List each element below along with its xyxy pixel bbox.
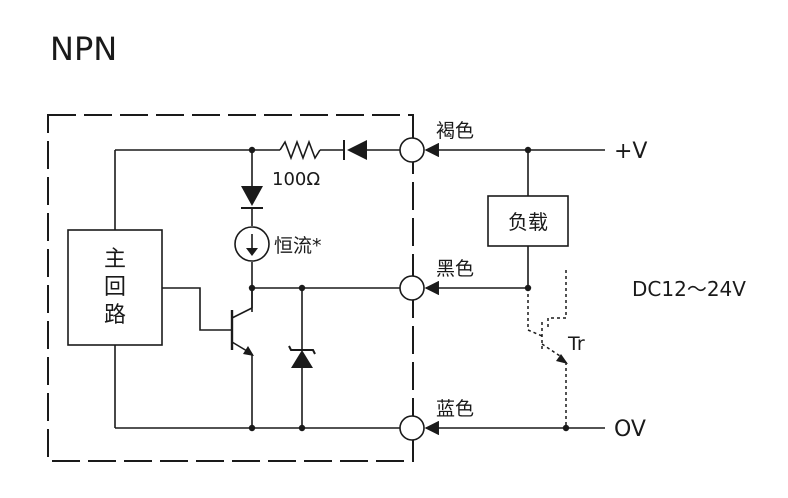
page-title: NPN [50, 30, 117, 68]
external-transistor-arrow [556, 354, 568, 364]
main-circuit-label-3: 路 [104, 303, 126, 328]
wire-label-brown: 褐色 [436, 120, 474, 142]
terminal-blue [399, 415, 425, 441]
external-transistor-symbol [527, 270, 567, 428]
constant-current-label: 恒流* [274, 235, 322, 257]
wire-label-blue: 蓝色 [436, 398, 474, 420]
protection-diode-symbol [343, 140, 367, 160]
load-box [487, 195, 569, 247]
terminal-black [399, 275, 425, 301]
terminal-label-positive: +V [614, 139, 647, 164]
transistor-label: Tr [567, 333, 585, 355]
load-label: 负载 [508, 210, 548, 234]
supply-voltage-label: DC12～24V [632, 277, 746, 301]
sensor-enclosure [47, 114, 414, 462]
main-circuit-label-1: 主 [104, 247, 126, 272]
zener-diode-symbol [288, 345, 316, 368]
terminal-label-zero: OV [614, 417, 646, 442]
main-circuit-label-2: 回 [104, 275, 126, 300]
main-circuit-box [67, 229, 163, 346]
resistor-label: 100Ω [272, 169, 320, 190]
terminal-brown [399, 137, 425, 163]
wire-label-black: 黑色 [436, 258, 474, 280]
output-transistor-arrow [243, 346, 254, 356]
series-diode-symbol [241, 186, 263, 209]
resistor-symbol [279, 139, 321, 161]
constant-current-symbol [234, 226, 270, 262]
